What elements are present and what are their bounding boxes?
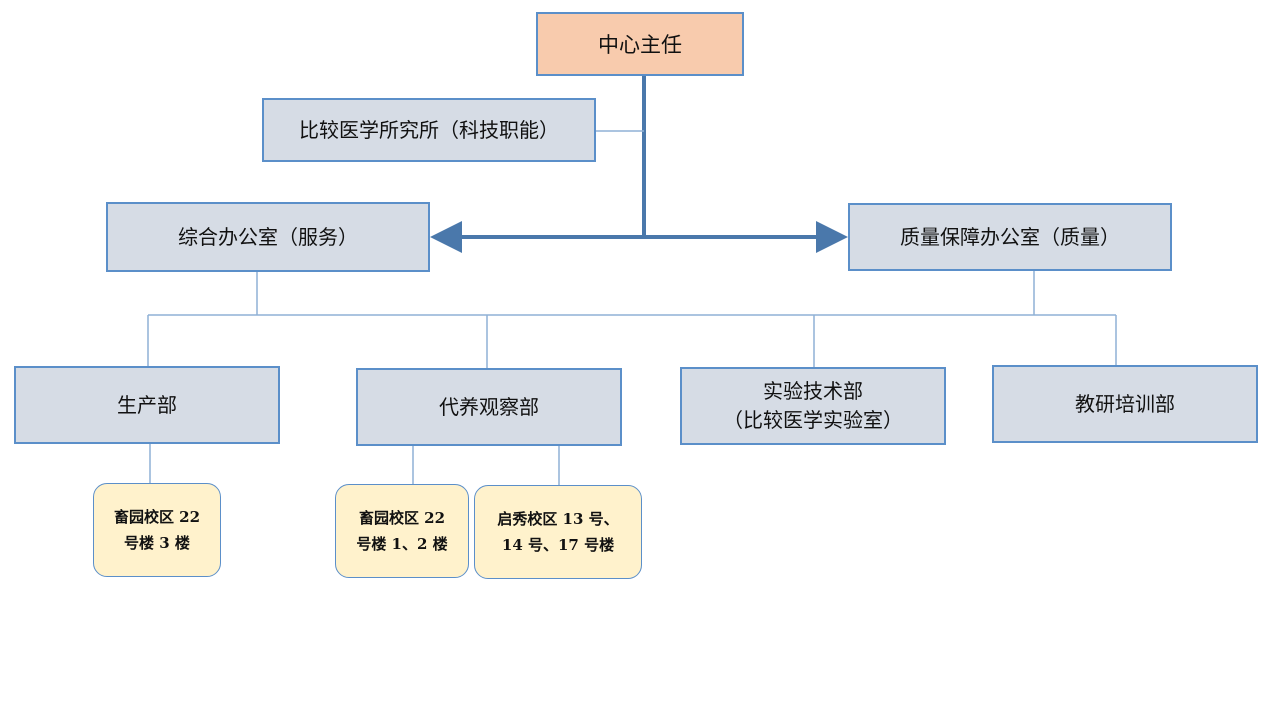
director-box: 中心主任 <box>536 12 744 76</box>
tech-department-label: 实验技术部 <box>763 379 863 403</box>
education-department-box: 教研培训部 <box>992 365 1258 443</box>
tech-department-text: 实验技术部 （比较医学实验室） <box>723 377 903 435</box>
general-office-label: 综合办公室（服务） <box>178 224 358 249</box>
production-site-line-2: 号楼 3 楼 <box>124 534 190 552</box>
quality-office-label: 质量保障办公室（质量） <box>900 224 1120 249</box>
education-department-label: 教研培训部 <box>1075 391 1175 416</box>
production-department-box: 生产部 <box>14 366 280 444</box>
production-site-text: 畜园校区 22 号楼 3 楼 <box>114 504 200 557</box>
tech-department-box: 实验技术部 （比较医学实验室） <box>680 367 946 445</box>
observation-site-a-line-1: 畜园校区 22 <box>358 508 446 527</box>
observation-department-box: 代养观察部 <box>356 368 622 446</box>
institute-label: 比较医学所究所（科技职能） <box>299 117 559 142</box>
tech-department-sublabel: （比较医学实验室） <box>723 408 903 432</box>
production-site-line-1: 畜园校区 22 <box>113 507 201 526</box>
observation-site-a-box: 畜园校区 22 号楼 1、2 楼 <box>335 484 469 578</box>
observation-site-b-line-1: 启秀校区 13 号、 <box>497 509 619 528</box>
production-department-label: 生产部 <box>117 392 177 417</box>
quality-office-box: 质量保障办公室（质量） <box>848 203 1172 271</box>
general-office-box: 综合办公室（服务） <box>106 202 430 272</box>
observation-site-a-line-2: 号楼 1、2 楼 <box>356 535 448 553</box>
observation-department-label: 代养观察部 <box>439 394 539 419</box>
production-site-box: 畜园校区 22 号楼 3 楼 <box>93 483 221 577</box>
observation-site-b-line-2: 14 号、17 号楼 <box>501 536 615 554</box>
institute-box: 比较医学所究所（科技职能） <box>262 98 596 162</box>
director-label: 中心主任 <box>598 33 682 57</box>
observation-site-b-box: 启秀校区 13 号、 14 号、17 号楼 <box>474 485 642 579</box>
observation-site-b-text: 启秀校区 13 号、 14 号、17 号楼 <box>497 506 618 559</box>
observation-site-a-text: 畜园校区 22 号楼 1、2 楼 <box>356 505 447 558</box>
